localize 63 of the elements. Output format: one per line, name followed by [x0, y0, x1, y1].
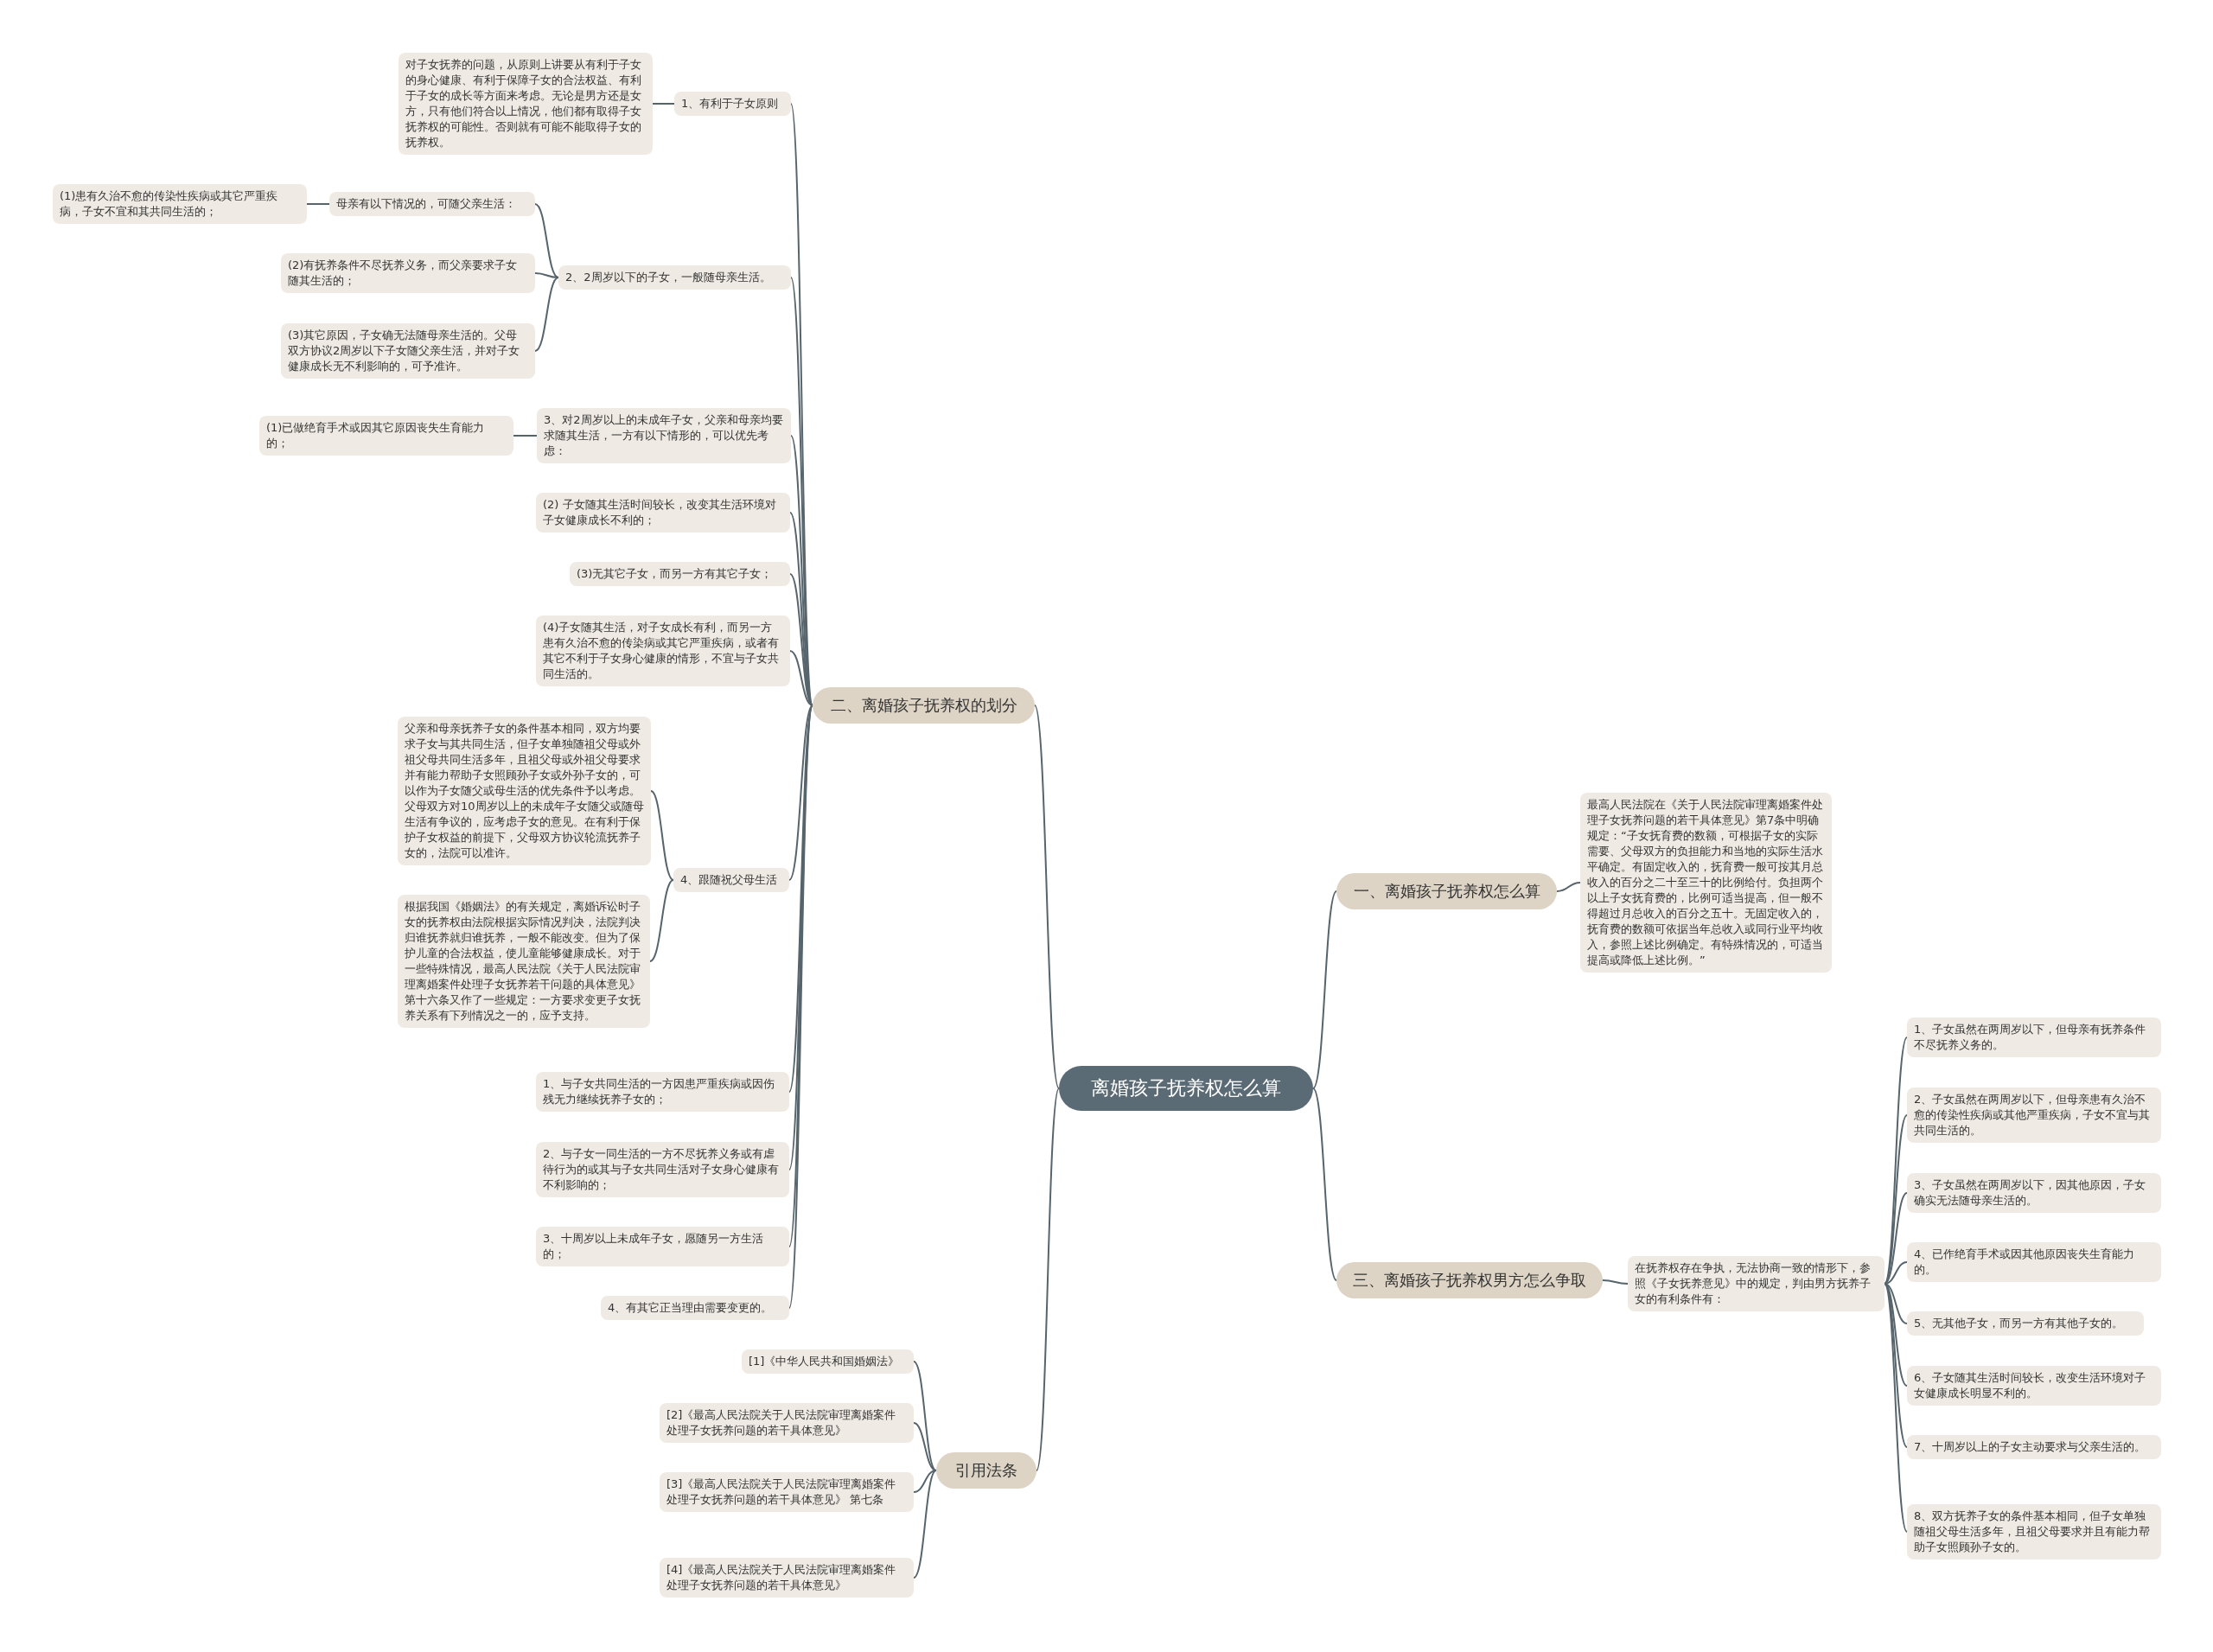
central-topic: 离婚孩子抚养权怎么算 — [1059, 1066, 1313, 1111]
topic-card: [3]《最高人民法院关于人民法院审理离婚案件处理子女抚养问题的若干具体意见》 第七条 — [660, 1472, 914, 1512]
topic-card: (1)患有久治不愈的传染性疾病或其它严重疾病，子女不宜和其共同生活的； — [53, 184, 307, 224]
topic-card: [1]《中华人民共和国婚姻法》 — [742, 1349, 914, 1374]
connector-line — [1036, 1088, 1060, 1471]
topic-card: 4、有其它正当理由需要变更的。 — [601, 1296, 789, 1320]
topic-card: (3)无其它子女，而另一方有其它子女； — [570, 562, 790, 586]
branch-topic: 二、离婚孩子抚养权的划分 — [813, 687, 1035, 724]
topic-card: 3、子女虽然在两周岁以下，因其他原因，子女确实无法随母亲生活的。 — [1907, 1173, 2161, 1213]
connector-line — [789, 650, 813, 706]
connector-line — [534, 203, 559, 278]
topic-card: 父亲和母亲抚养子女的条件基本相同，双方均要求子女与其共同生活，但子女单独随祖父母或外祖父母共同生活多年，且祖父母或外祖父母要求并有能力帮助子女照顾孙子女或外孙子女的，可以作为子女随父或母生活的优先条件予以考虑。父母双方对10周岁以上的未成年子女随父或随母生活有争议的，应考虑子女的意见。在有利于保护子女权益的前提下，父母双方协议轮流抚养子女的，法院可以准许。 — [398, 717, 651, 865]
connector-line — [913, 1470, 937, 1579]
topic-card: 8、双方抚养子女的条件基本相同，但子女单独随祖父母生活多年，且祖父母要求并且有能力帮助子女照顾孙子女的。 — [1907, 1504, 2161, 1560]
topic-card: (2) 子女随其生活时间较长，改变其生活环境对子女健康成长不利的； — [536, 493, 790, 533]
topic-card: 对子女抚养的问题，从原则上讲要从有利于子女的身心健康、有利于保障子女的合法权益、有利于子女的成长等方面来考虑。无论是男方还是女方，只有他们符合以上情况，他们都有取得子女抚养权的可能性。否则就有可能不能取得子女的抚养权。 — [399, 53, 653, 155]
connector-line — [913, 1470, 937, 1493]
connector-line — [513, 435, 538, 437]
topic-card: 根据我国《婚姻法》的有关规定，离婚诉讼时子女的抚养权由法院根据实际情况判决，法院判决归谁抚养就归谁抚养，一般不能改变。但为了保护儿童的合法权益，使儿童能够健康成长。对于一些特殊情况，最高人民法院《关于人民法院审理离婚案件处理子女抚养若干问题的具体意见》第十六条又作了一些规定：一方要求变更子女抚养关系有下列情况之一的，应予支持。 — [398, 895, 650, 1028]
connector-line — [1034, 705, 1060, 1089]
topic-card: (4)子女随其生活，对子女成长有利，而另一方患有久治不愈的传染病或其它严重疾病，或者有其它不利于子女身心健康的情形，不宜与子女共同生活的。 — [536, 616, 790, 686]
topic-card: 2、2周岁以下的子女，一般随母亲生活。 — [558, 265, 791, 290]
topic-card: 4、已作绝育手术或因其他原因丧失生育能力的。 — [1907, 1242, 2161, 1282]
connector-line — [1556, 882, 1581, 892]
connector-line — [1312, 1088, 1337, 1281]
connector-line — [1884, 1261, 1908, 1285]
connector-line — [649, 879, 674, 962]
branch-topic: 引用法条 — [936, 1452, 1036, 1489]
topic-card: 最高人民法院在《关于人民法院审理离婚案件处理子女抚养问题的若干具体意见》第7条中明确规定：“子女抚育费的数额，可根据子女的实际需要、父母双方的负担能力和当地的实际生活水平确定。有固定收入的，抚育费一般可按其月总收入的百分之二十至三十的比例给付。负担两个以上子女抚育费的，比例可适当提高，但一般不得超过月总收入的百分之五十。无固定收入的，抚育费的数额可依据当年总收入或同行业平均收入，参照上述比例确定。有特殊情况的，可适当提高或降低上述比例。” — [1580, 793, 1832, 973]
connector-line — [534, 277, 559, 352]
topic-card: 母亲有以下情况的，可随父亲生活： — [329, 192, 535, 216]
connector-line — [652, 103, 675, 105]
connector-line — [1884, 1283, 1908, 1533]
connector-line — [1884, 1114, 1908, 1285]
connector-line — [913, 1361, 937, 1471]
branch-topic: 三、离婚孩子抚养权男方怎么争取 — [1336, 1262, 1603, 1298]
topic-card: (3)其它原因，子女确无法随母亲生活的。父母双方协议2周岁以下子女随父亲生活，并对子女健康成长无不利影响的，可予准许。 — [281, 323, 535, 379]
connector-line — [1884, 1283, 1908, 1448]
connector-line — [1884, 1192, 1908, 1285]
topic-card: (2)有抚养条件不尽抚养义务，而父亲要求子女随其生活的； — [281, 253, 535, 293]
branch-topic: 一、离婚孩子抚养权怎么算 — [1336, 873, 1557, 909]
topic-card: 2、子女虽然在两周岁以下，但母亲患有久治不愈的传染性疾病或其他严重疾病，子女不宜与其共同生活的。 — [1907, 1088, 2161, 1143]
topic-card: (1)已做绝育手术或因其它原因丧失生育能力的； — [259, 416, 513, 456]
topic-card: 7、十周岁以上的子女主动要求与父亲生活的。 — [1907, 1435, 2161, 1459]
topic-card: 1、子女虽然在两周岁以下，但母亲有抚养条件不尽抚养义务的。 — [1907, 1017, 2161, 1057]
connector-line — [650, 790, 674, 881]
topic-card: 3、对2周岁以上的未成年子女，父亲和母亲均要求随其生活，一方有以下情形的，可以优先考虑： — [537, 408, 791, 463]
topic-card: 3、十周岁以上未成年子女，愿随另一方生活的； — [536, 1227, 789, 1266]
topic-card: 在抚养权存在争执，无法协商一致的情形下，参照《子女抚养意见》中的规定，判由男方抚养子女的有利条件有： — [1628, 1256, 1885, 1311]
connector-line — [534, 272, 559, 278]
topic-card: 2、与子女一同生活的一方不尽抚养义务或有虐待行为的或其与子女共同生活对子女身心健康有不利影响的； — [536, 1142, 789, 1197]
topic-card: 1、有利于子女原则 — [674, 92, 791, 116]
connector-line — [306, 203, 330, 205]
connector-line — [1312, 890, 1337, 1089]
connector-line — [913, 1422, 937, 1471]
topic-card: 5、无其他子女，而另一方有其他子女的。 — [1907, 1311, 2144, 1336]
topic-card: 4、跟随祝父母生活 — [673, 868, 789, 892]
topic-card: 6、子女随其生活时间较长，改变生活环境对子女健康成长明显不利的。 — [1907, 1366, 2161, 1406]
topic-card: 1、与子女共同生活的一方因患严重疾病或因伤残无力继续抚养子女的； — [536, 1072, 789, 1112]
topic-card: [2]《最高人民法院关于人民法院审理离婚案件处理子女抚养问题的若干具体意见》 — [660, 1403, 914, 1443]
connector-line — [1602, 1279, 1629, 1285]
topic-card: [4]《最高人民法院关于人民法院审理离婚案件处理子女抚养问题的若干具体意见》 — [660, 1558, 914, 1598]
connector-line — [788, 705, 813, 881]
